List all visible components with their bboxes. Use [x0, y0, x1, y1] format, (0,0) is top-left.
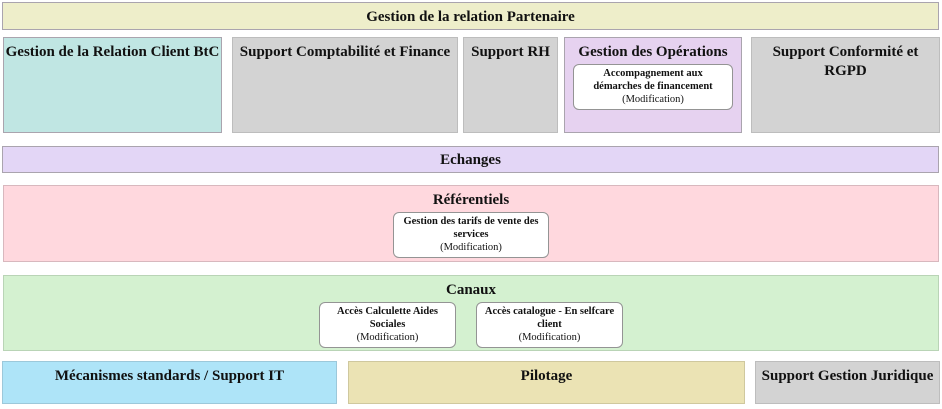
band-canaux: Canaux Accès Calculette Aides Sociales (… — [3, 275, 939, 351]
card-gestion-tarifs-vente-services: Gestion des tarifs de vente des services… — [393, 212, 549, 258]
block-support-gestion-juridique: Support Gestion Juridique — [755, 361, 940, 404]
card-title: Gestion des tarifs de vente des services — [403, 216, 539, 240]
block-title: Gestion des Opérations — [578, 44, 728, 60]
block-support-conformite-rgpd: Support Conformité et RGPD — [751, 37, 940, 133]
block-pilotage: Pilotage — [348, 361, 745, 404]
card-title: Accès Calculette Aides Sociales — [337, 306, 438, 330]
block-mecanismes-standards-support-it: Mécanismes standards / Support IT — [2, 361, 337, 404]
band-echanges: Echanges — [2, 146, 939, 173]
card-modification-tag: (Modification) — [622, 94, 684, 105]
card-accompagnement-demarches-financement: Accompagnement aux démarches de financem… — [573, 64, 733, 110]
block-title: Gestion de la Relation Client BtC — [5, 44, 220, 60]
band-title: Canaux — [445, 282, 497, 298]
card-title: Accompagnement aux démarches de financem… — [593, 68, 713, 92]
block-title: Mécanismes standards / Support IT — [54, 368, 285, 384]
band-title: Référentiels — [432, 192, 510, 208]
card-acces-calculette-aides-sociales: Accès Calculette Aides Sociales (Modific… — [319, 302, 456, 348]
section-gestion-relation-partenaire: Gestion de la relation Partenaire — [2, 2, 939, 30]
block-title: Pilotage — [520, 368, 573, 384]
section-title: Gestion de la relation Partenaire — [366, 9, 575, 25]
block-gestion-relation-client-btc: Gestion de la Relation Client BtC — [3, 37, 222, 133]
card-modification-tag: (Modification) — [518, 332, 581, 343]
band-title: Echanges — [440, 152, 501, 168]
card-modification-tag: (Modification) — [356, 332, 419, 343]
block-title: Support Comptabilité et Finance — [239, 44, 451, 60]
block-support-comptabilite-finance: Support Comptabilité et Finance — [232, 37, 458, 133]
card-modification-tag: (Modification) — [440, 242, 502, 253]
band-referentiels: Référentiels Gestion des tarifs de vente… — [3, 185, 939, 262]
block-support-rh: Support RH — [463, 37, 558, 133]
block-title: Support RH — [471, 44, 550, 60]
block-gestion-des-operations: Gestion des Opérations Accompagnement au… — [564, 37, 742, 133]
canaux-cards: Accès Calculette Aides Sociales (Modific… — [4, 302, 938, 348]
card-title: Accès catalogue - En selfcare client — [484, 306, 615, 330]
block-title: Support Gestion Juridique — [761, 368, 934, 384]
block-title: Support Conformité et RGPD — [772, 44, 919, 79]
card-acces-catalogue-selfcare-client: Accès catalogue - En selfcare client (Mo… — [476, 302, 623, 348]
